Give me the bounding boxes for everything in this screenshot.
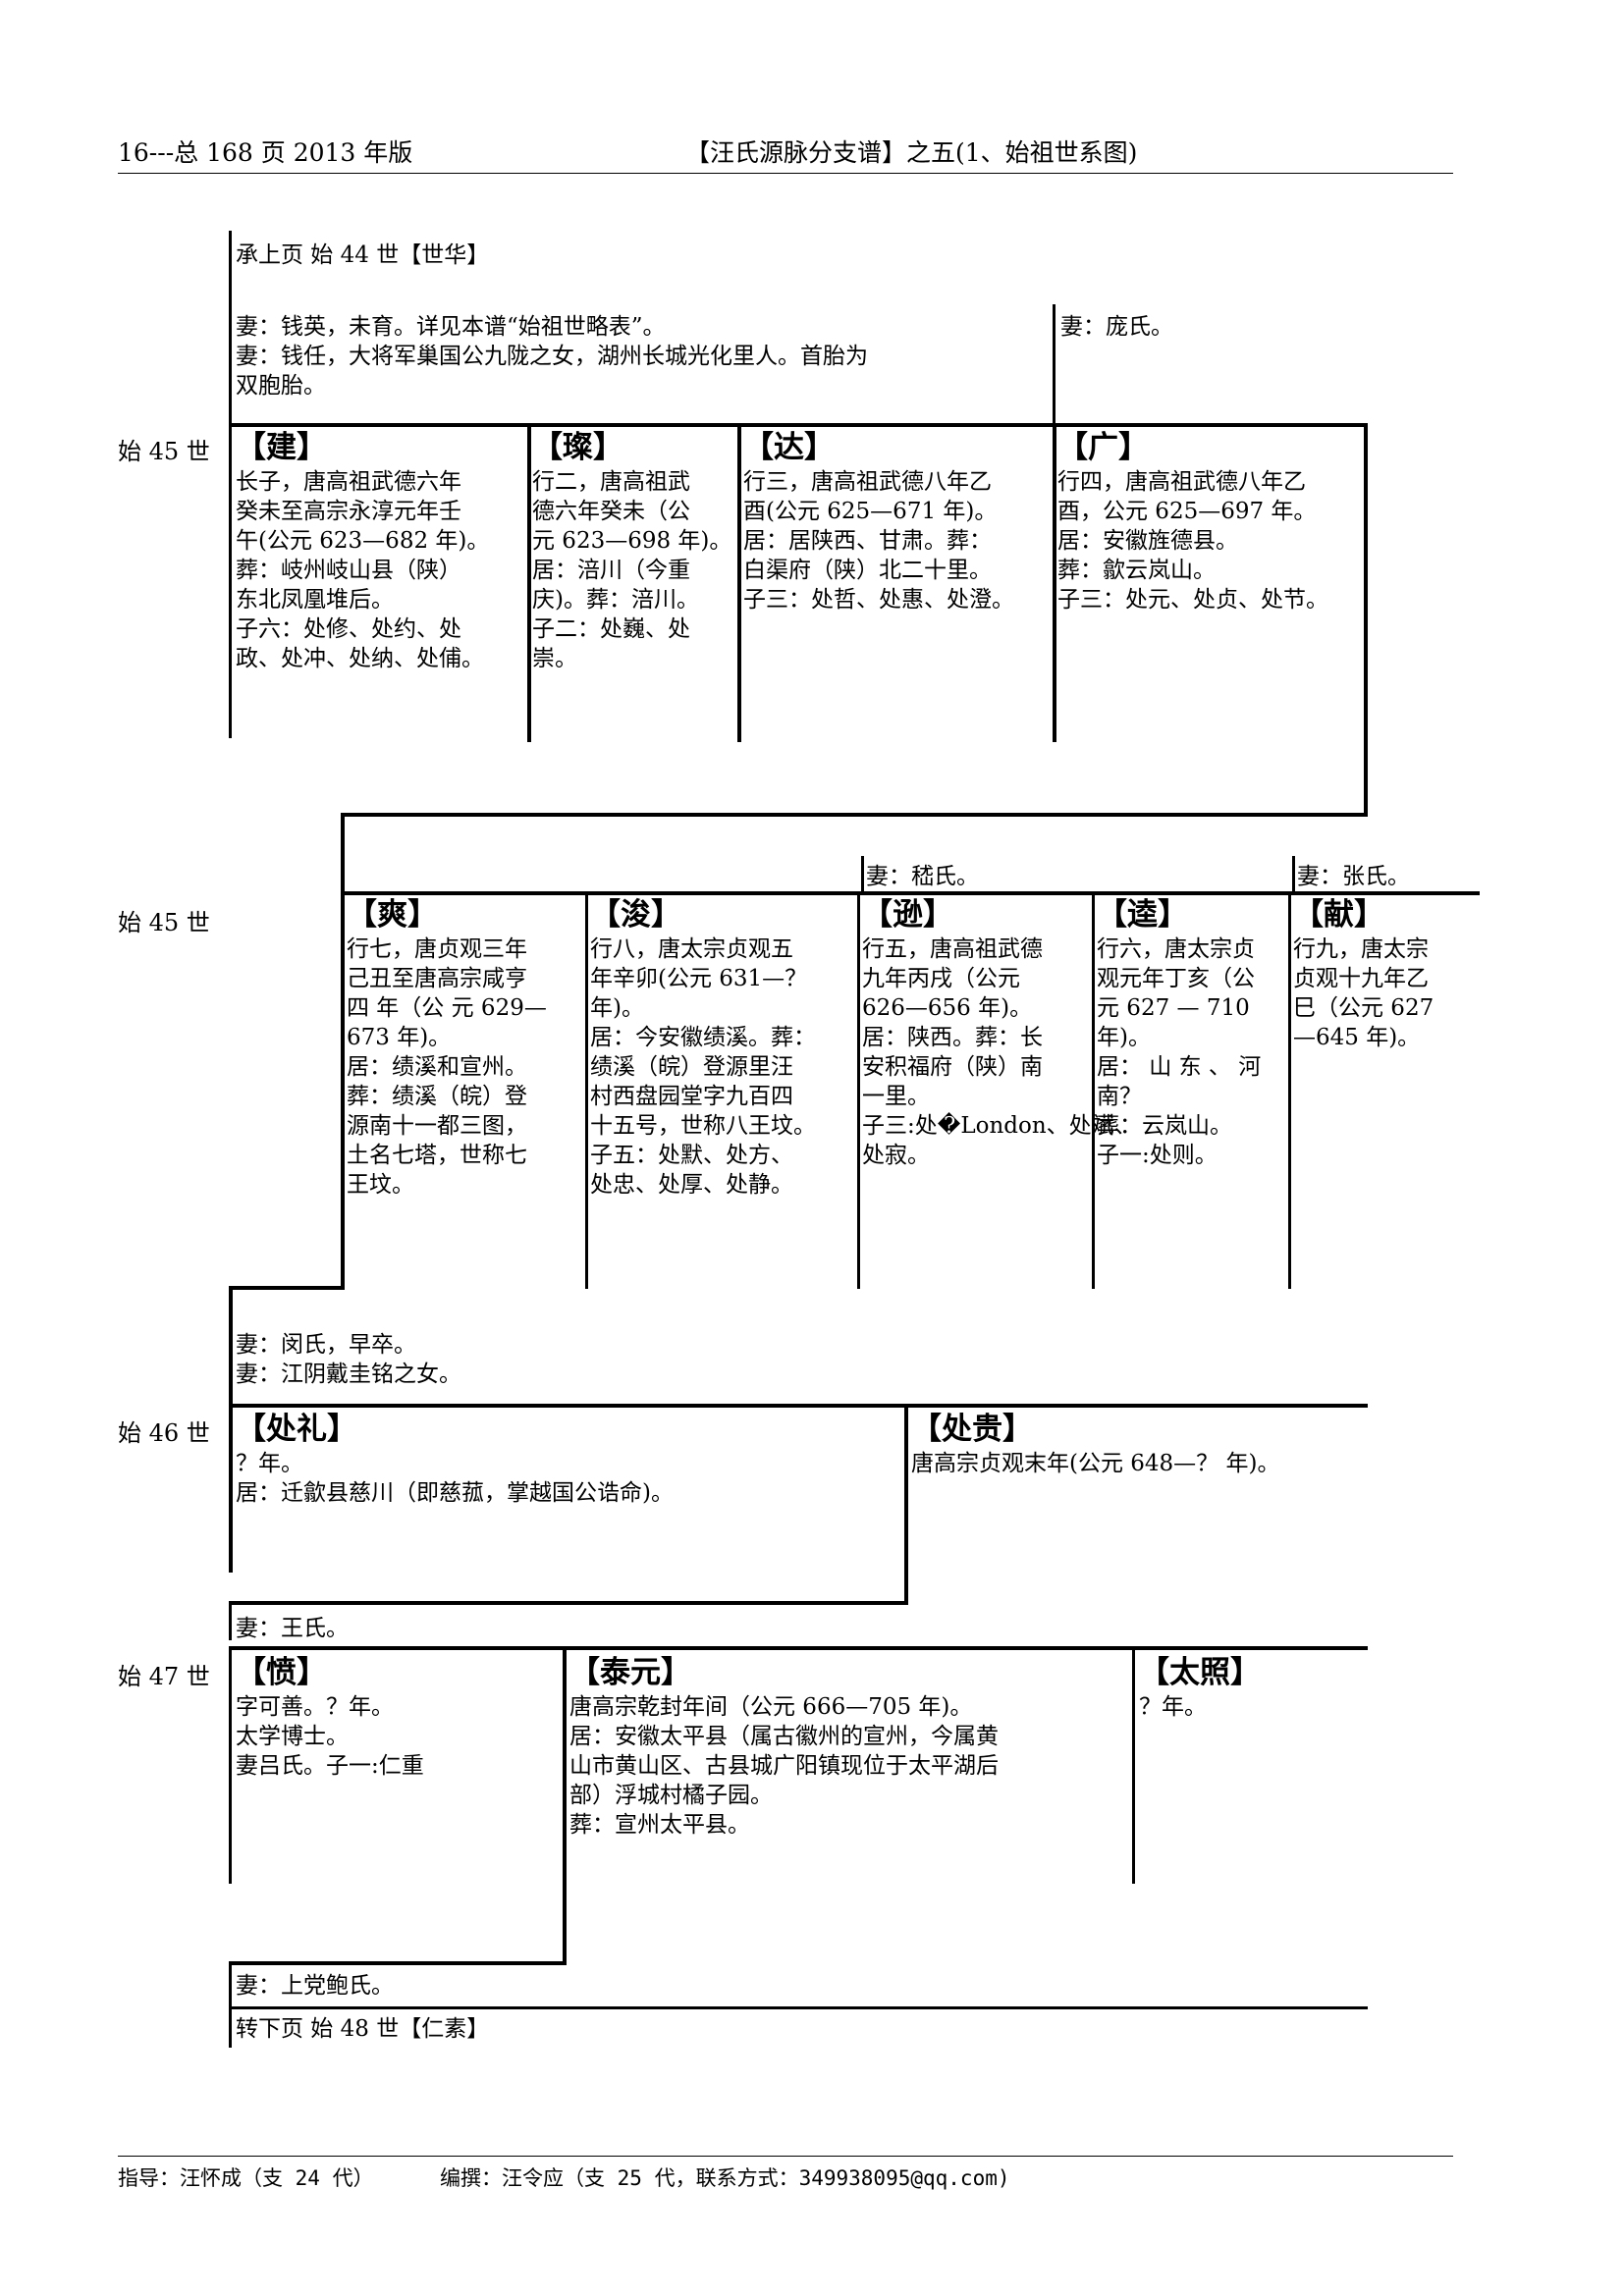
generation-label: 始 46 世 — [118, 1419, 210, 1447]
connector-line — [229, 1961, 232, 2048]
wife-note-b: 妻：庞氏。 — [1060, 314, 1173, 340]
generation-label: 始 45 世 — [118, 438, 210, 465]
person-name: 【泰元】 — [569, 1655, 691, 1690]
person-name: 【逵】 — [1097, 897, 1188, 933]
footer-rule — [118, 2156, 1453, 2157]
connector-line — [585, 891, 588, 1289]
person-shuang: 【爽】 行七，唐贞观三年 己丑至唐高宗咸亨 四 年（公 元 629— 673 年… — [347, 897, 547, 1198]
footer-guide: 指导：汪怀成（支 24 代） — [118, 2166, 374, 2190]
connector-line — [229, 231, 232, 738]
connector-line — [229, 1404, 1368, 1408]
connector-line — [229, 1961, 567, 1965]
connector-line — [563, 1646, 567, 1965]
continued-from-prev: 承上页 始 44 世【世华】 — [236, 242, 490, 268]
connector-line — [1092, 891, 1095, 1289]
person-name: 【献】 — [1293, 897, 1384, 933]
person-jian: 【建】 长子，唐高祖武德六年 癸未至高宗永淳元年壬 午(公元 623—682 年… — [236, 430, 490, 671]
generation-label: 始 47 世 — [118, 1663, 210, 1690]
wife-note: 妻：王氏。 — [236, 1616, 349, 1641]
wife-note: 妻：闵氏，早卒。 妻：江阴戴圭铭之女。 — [236, 1332, 461, 1387]
connector-line — [1364, 423, 1368, 816]
person-name: 【逊】 — [862, 897, 953, 933]
person-name: 【愤】 — [236, 1655, 327, 1690]
person-taizhao: 【太照】 ？年。 — [1139, 1655, 1261, 1720]
connector-line — [229, 1286, 345, 1290]
wife-note-a: 妻：钱英，未育。详见本谱“始祖世略表”。 妻：钱任，大将军巢国公九陇之女，湖州长… — [236, 314, 868, 399]
person-name: 【太照】 — [1139, 1655, 1261, 1690]
person-name: 【璨】 — [532, 430, 623, 465]
connector-line — [857, 891, 860, 1289]
connector-line — [229, 1286, 233, 1573]
connector-line — [1053, 304, 1056, 424]
connector-line — [229, 1646, 232, 1884]
connector-line — [737, 423, 741, 742]
connector-line — [1288, 891, 1291, 1289]
person-xun: 【逊】 行五，唐高祖武德 九年丙戌（公元 626—656 年)。 居：陕西。葬：… — [862, 897, 1137, 1168]
connector-line — [904, 1404, 908, 1605]
wife-note: 妻：张氏。 — [1297, 864, 1410, 889]
connector-line — [861, 856, 864, 895]
connector-line — [341, 813, 345, 1289]
connector-line — [1053, 423, 1056, 742]
person-chuli: 【处礼】 ？年。 居：迁歙县慈川（即慈菰，掌越国公诰命)。 — [236, 1412, 674, 1506]
generation-label: 始 45 世 — [118, 909, 210, 936]
connector-line — [229, 2006, 1368, 2009]
connector-line — [341, 813, 1368, 817]
person-name: 【广】 — [1057, 430, 1149, 465]
connector-line — [229, 1601, 908, 1605]
continued-to-next: 转下页 始 48 世【仁素】 — [236, 2016, 490, 2042]
person-guang: 【广】 行四，唐高祖武德八年乙 酉，公元 625—697 年。 居：安徽旌德县。… — [1057, 430, 1328, 613]
person-fen: 【愤】 字可善。？年。 太学博士。 妻吕氏。子一:仁重 — [236, 1655, 424, 1779]
person-xian: 【献】 行九，唐太宗 贞观十九年乙 巳（公元 627 —645 年)。 — [1293, 897, 1435, 1050]
person-name: 【爽】 — [347, 897, 438, 933]
connector-line — [229, 1646, 1368, 1650]
person-name: 【建】 — [236, 430, 327, 465]
connector-line — [341, 891, 1480, 895]
person-taiyuan: 【泰元】 唐高宗乾封年间（公元 666—705 年)。 居：安徽太平县（属古徽州… — [569, 1655, 999, 1838]
connector-line — [1292, 856, 1295, 895]
person-name: 【处贵】 — [911, 1412, 1033, 1447]
connector-line — [229, 1601, 232, 1640]
person-name: 【浚】 — [590, 897, 681, 933]
person-name: 【达】 — [743, 430, 835, 465]
connector-line — [1132, 1646, 1135, 1884]
footer-editor: 编撰：汪令应（支 25 代，联系方式：349938095@qq.com) — [440, 2166, 1010, 2190]
person-kui: 【逵】 行六，唐太宗贞 观元年丁亥（公 元 627 — 710 年)。 居： 山… — [1097, 897, 1262, 1168]
person-da: 【达】 行三，唐高祖武德八年乙 酉(公元 625—671 年)。 居：居陕西、甘… — [743, 430, 1014, 613]
person-chugui: 【处贵】 唐高宗贞观末年(公元 648—？ 年)。 — [911, 1412, 1280, 1476]
header-title: 【汪氏源脉分支谱】之五(1、始祖世系图) — [685, 138, 1138, 167]
person-name: 【处礼】 — [236, 1412, 357, 1447]
header-left: 16---总 168 页 2013 年版 — [118, 138, 413, 167]
wife-note: 妻：嵇氏。 — [866, 864, 979, 889]
person-can: 【璨】 行二，唐高祖武 德六年癸未（公 元 623—698 年)。 居：涪川（今… — [532, 430, 732, 671]
person-jun: 【浚】 行八，唐太宗贞观五 年辛卯(公元 631—？ 年)。 居：今安徽绩溪。葬… — [590, 897, 816, 1198]
header-rule — [118, 173, 1453, 174]
wife-note: 妻：上党鲍氏。 — [236, 1973, 394, 1999]
connector-line — [229, 423, 1368, 427]
connector-line — [527, 423, 531, 742]
